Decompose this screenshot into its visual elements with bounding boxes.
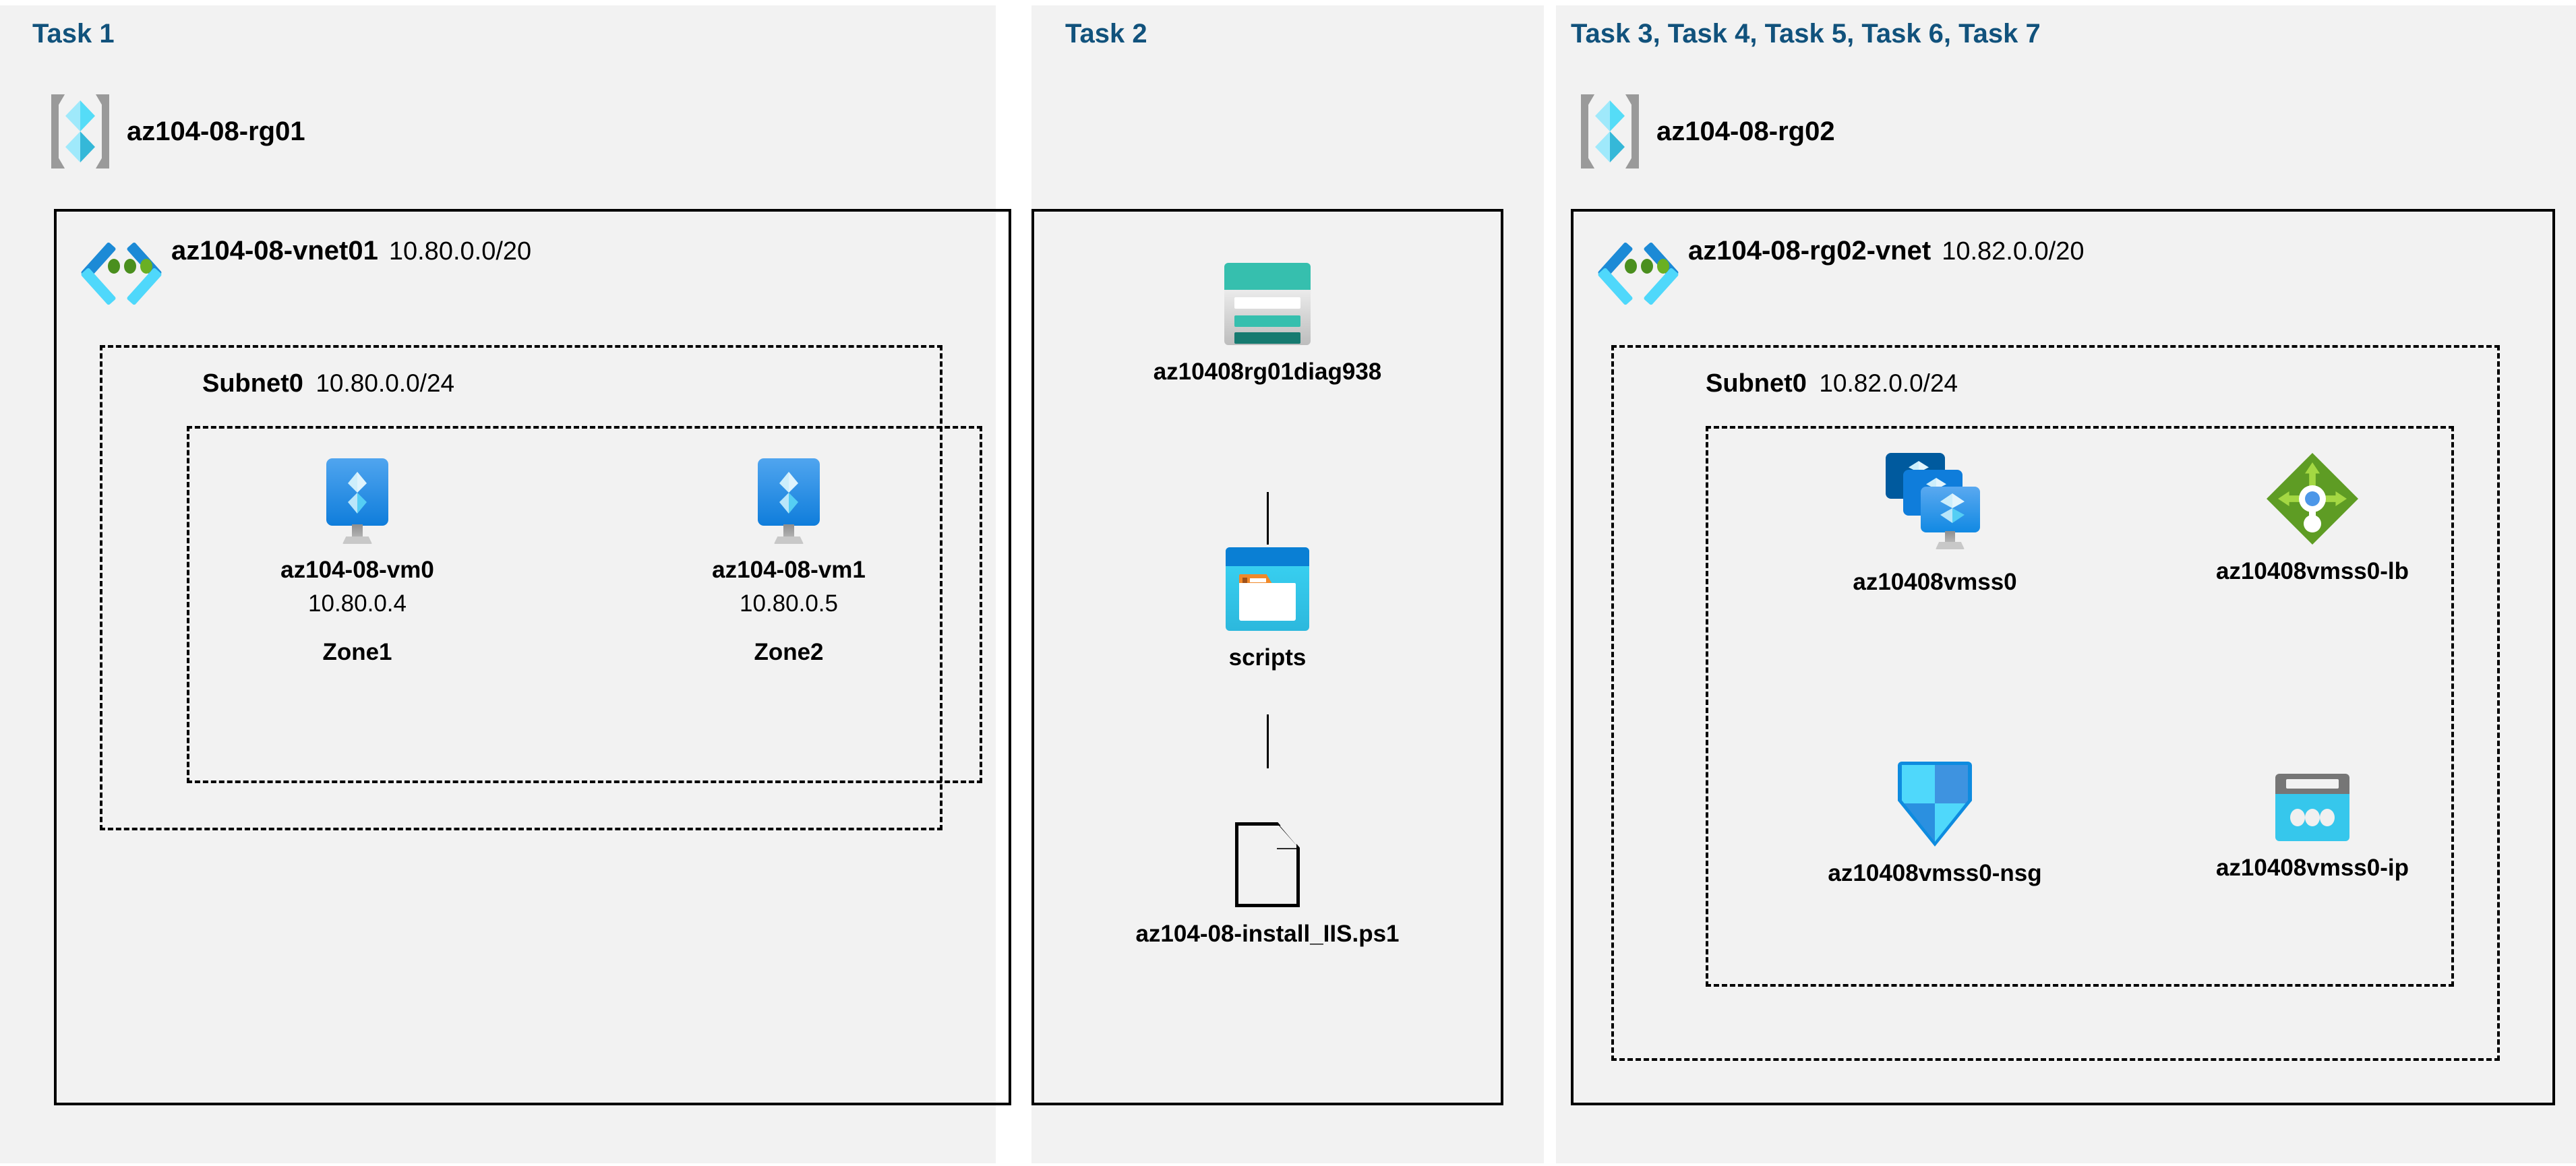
task2-blob-container[interactable]: scripts <box>1079 547 1456 671</box>
task3to7-resource-group-name: az104-08-rg02 <box>1656 116 1835 146</box>
task3to7-title: Task 3, Task 4, Task 5, Task 6, Task 7 <box>1571 19 2041 49</box>
vm-scale-set-icon <box>1886 453 1984 555</box>
task1-resource-group-name: az104-08-rg01 <box>127 116 305 146</box>
task1-vm-1[interactable]: az104-08-vm1 10.80.0.5 Zone2 <box>694 458 883 666</box>
task1-vm-1-ip: 10.80.0.5 <box>740 590 838 617</box>
storage-account-icon <box>1224 263 1311 345</box>
task3to7-vnet-box <box>1571 209 2555 1105</box>
task3to7-public-ip-name: az10408vmss0-ip <box>2215 855 2409 881</box>
task3to7-resource-group-box <box>1706 426 2454 987</box>
task1-subnet-cidr: 10.80.0.0/24 <box>316 369 455 397</box>
task2-blob-container-name: scripts <box>1228 644 1307 671</box>
task1-title: Task 1 <box>32 19 115 49</box>
virtual-machine-icon <box>754 458 824 544</box>
task2-box <box>1031 209 1503 1105</box>
task1-vnet-cidr: 10.80.0.0/20 <box>388 237 532 266</box>
resource-group-icon <box>1581 94 1639 168</box>
virtual-machine-icon <box>322 458 392 544</box>
task1-resource-group: az104-08-rg01 <box>51 94 305 168</box>
task1-vm-0-ip: 10.80.0.4 <box>308 590 407 617</box>
task1-vm-1-name: az104-08-vm1 <box>712 557 866 583</box>
virtual-network-icon <box>80 236 162 306</box>
task1-panel <box>0 5 996 1163</box>
task1-subnet-box <box>100 345 942 830</box>
task3to7-subnet-name: Subnet0 <box>1706 369 1807 398</box>
task1-subnet-name: Subnet0 <box>202 369 303 398</box>
task1-vm-0-zone: Zone1 <box>322 639 392 665</box>
connector-container-to-file <box>1267 714 1269 768</box>
task3to7-subnet-header: Subnet0 10.82.0.0/24 <box>1706 369 1958 398</box>
task3to7-vmss[interactable]: az10408vmss0 <box>1766 453 2103 596</box>
task3to7-subnet-cidr: 10.82.0.0/24 <box>1819 369 1958 397</box>
task2-script-file[interactable]: az104-08-install_IIS.ps1 <box>1079 822 1456 948</box>
public-ip-address-icon <box>2275 774 2349 841</box>
network-security-group-icon <box>1898 762 1972 847</box>
file-icon <box>1235 822 1300 907</box>
task1-subnet-header: Subnet0 10.80.0.0/24 <box>202 369 454 398</box>
task3to7-vnet-cidr: 10.82.0.0/20 <box>1942 237 2085 266</box>
task1-vnet-name: az104-08-vnet01 <box>171 236 378 266</box>
connector-storage-to-container <box>1267 492 1269 545</box>
blob-container-icon <box>1226 547 1309 631</box>
task3to7-nsg[interactable]: az10408vmss0-nsg <box>1766 762 2103 887</box>
task1-vm-group-box <box>187 426 982 783</box>
task3to7-load-balancer[interactable]: az10408vmss0-lb <box>2144 453 2481 585</box>
load-balancer-icon <box>2267 453 2358 545</box>
task3to7-load-balancer-name: az10408vmss0-lb <box>2215 558 2409 584</box>
task3to7-nsg-name: az10408vmss0-nsg <box>1828 860 2042 886</box>
task2-script-file-name: az104-08-install_IIS.ps1 <box>1135 921 1400 947</box>
task2-storage-account[interactable]: az10408rg01diag938 <box>1079 263 1456 386</box>
task2-storage-account-name: az10408rg01diag938 <box>1153 359 1382 385</box>
virtual-network-icon <box>1597 236 1679 306</box>
task1-vm-0-name: az104-08-vm0 <box>280 557 434 583</box>
task3to7-vnet-name: az104-08-rg02-vnet <box>1688 236 1931 266</box>
task1-vm-0[interactable]: az104-08-vm0 10.80.0.4 Zone1 <box>263 458 452 666</box>
task2-title: Task 2 <box>1065 19 1147 49</box>
task3to7-public-ip[interactable]: az10408vmss0-ip <box>2144 774 2481 882</box>
task1-vnet-header: az104-08-vnet01 10.80.0.0/20 <box>80 236 532 306</box>
task3to7-resource-group: az104-08-rg02 <box>1581 94 1835 168</box>
task1-vm-1-zone: Zone2 <box>754 639 824 665</box>
task3to7-vnet-header: az104-08-rg02-vnet 10.82.0.0/20 <box>1597 236 2085 306</box>
resource-group-icon <box>51 94 109 168</box>
task3to7-vmss-name: az10408vmss0 <box>1853 569 2017 595</box>
task3to7-subnet-box <box>1611 345 2500 1061</box>
task1-vnet-box <box>54 209 1011 1105</box>
task3to7-panel <box>1556 5 2576 1163</box>
